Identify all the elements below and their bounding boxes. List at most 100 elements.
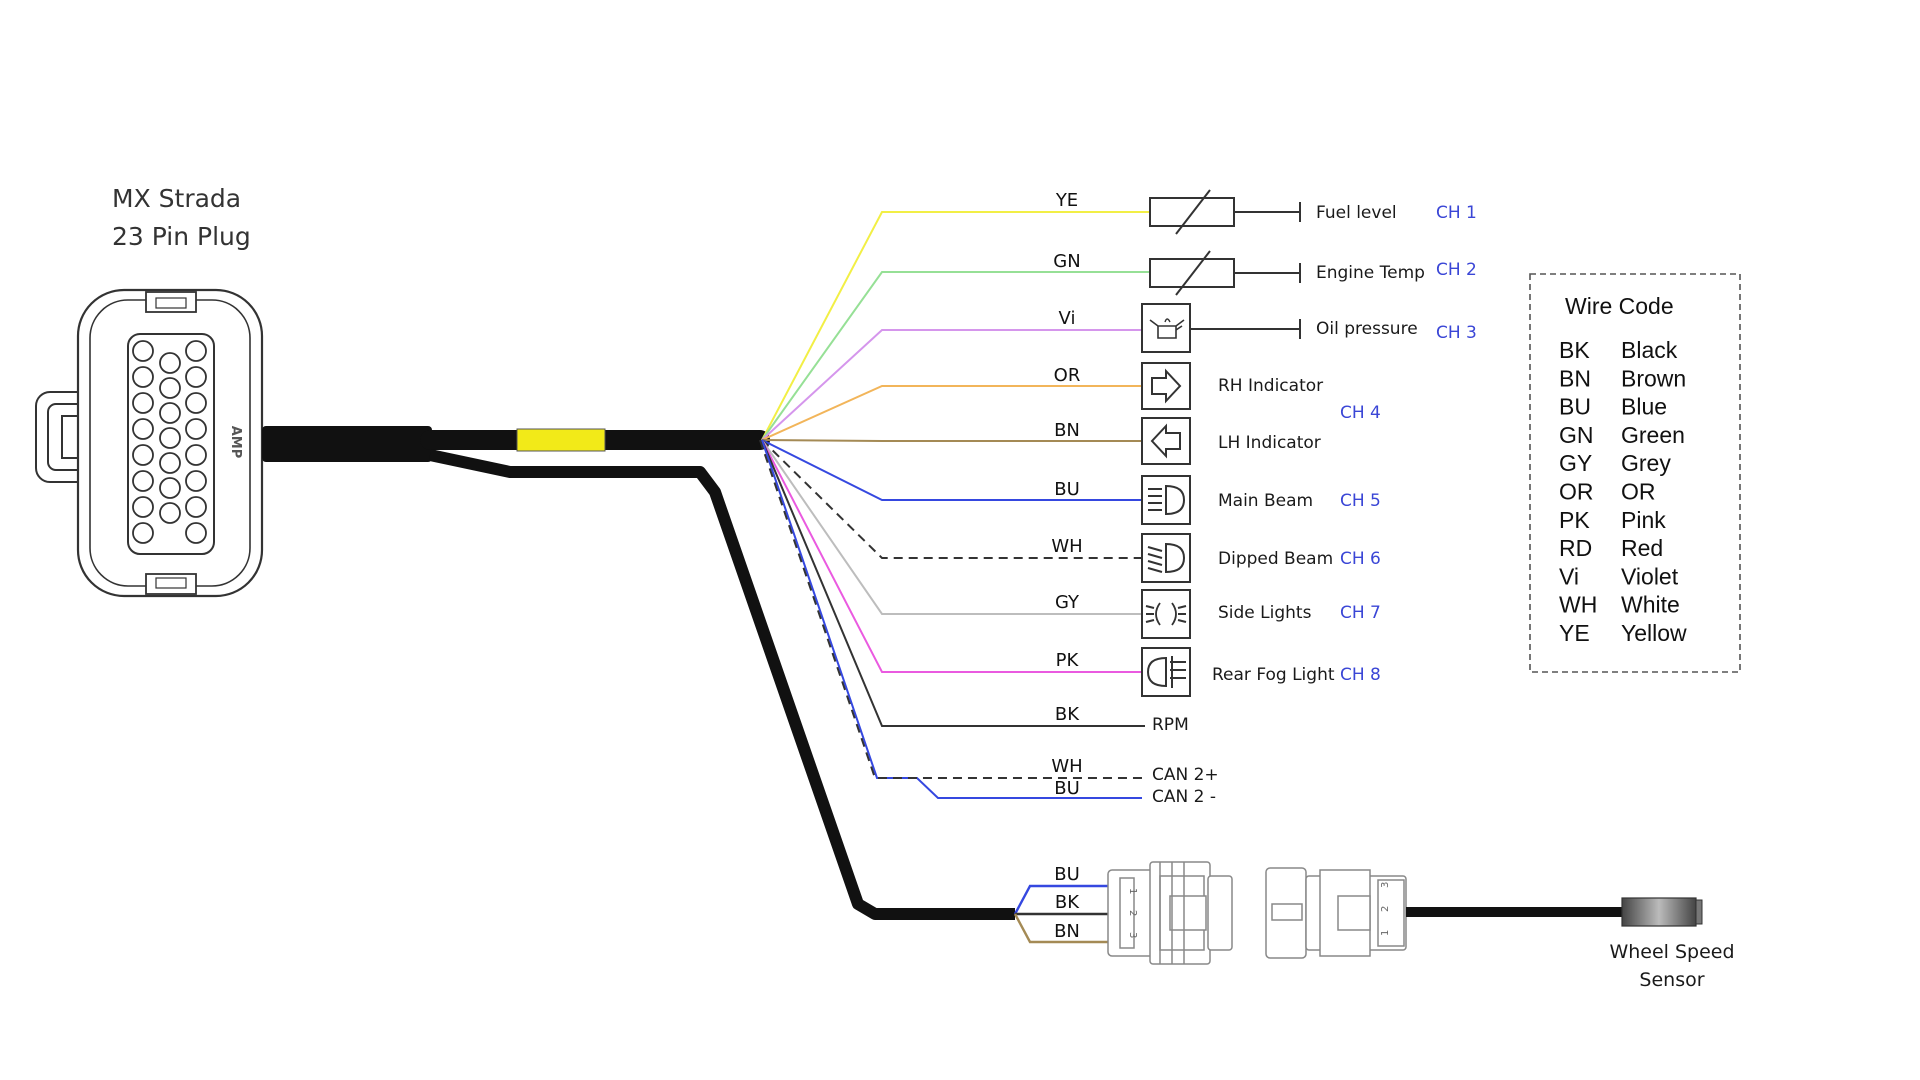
legend-name-or: OR (1621, 479, 1656, 505)
plug-connector: AMP (35, 288, 264, 598)
socket-pin-3: 3 (1380, 882, 1391, 888)
dipped-beam-icon (1141, 533, 1191, 583)
wire-label-can-plus: WH (1051, 756, 1082, 777)
wire-or (761, 385, 1142, 441)
wire-vi (761, 329, 1142, 441)
wire-label-pk: PK (1056, 650, 1080, 671)
sensor-connector-socket (1265, 867, 1407, 959)
wire-label-bn: BN (1054, 420, 1080, 441)
function-dipped-beam: Dipped Beam (1218, 549, 1333, 569)
function-side-lights: Side Lights (1218, 603, 1312, 623)
plug-pins (132, 340, 207, 544)
legend-code-ye: YE (1559, 620, 1590, 646)
wire-label-bu: BU (1054, 479, 1080, 500)
plug-title-line2: 23 Pin Plug (112, 222, 251, 251)
wire-ye (761, 211, 1150, 441)
arrow-right-icon (1141, 362, 1191, 410)
plug-brand-label: AMP (228, 426, 243, 459)
legend-name-bu: Blue (1621, 394, 1667, 420)
plug-pin-1: 1 (1127, 888, 1138, 894)
legend-name-rd: Red (1621, 535, 1663, 561)
channel-6: CH 6 (1340, 549, 1381, 569)
main-beam-icon (1141, 475, 1191, 525)
wheel-speed-sensor-probe (1621, 897, 1703, 927)
channel-8: CH 8 (1340, 665, 1381, 685)
legend-code-bu: BU (1559, 394, 1591, 420)
socket-pin-numbers: 3 2 1 (1380, 882, 1391, 936)
wire-gy (761, 439, 1142, 615)
legend-code-rd: RD (1559, 535, 1592, 561)
sensor-wires (1013, 884, 1112, 944)
legend-name-bk: Black (1621, 337, 1678, 363)
function-rh-indicator: RH Indicator (1218, 376, 1323, 396)
wire-label-vi: Vi (1059, 308, 1076, 329)
wire-label-ye: YE (1055, 190, 1078, 211)
plug-pin-2: 2 (1127, 910, 1138, 916)
channel-5: CH 5 (1340, 491, 1381, 511)
legend-name-wh: White (1621, 592, 1680, 618)
rear-fog-icon (1141, 647, 1191, 697)
plug-pin-numbers: 1 2 3 (1127, 888, 1138, 938)
legend-code-pk: PK (1559, 507, 1590, 533)
channel-labels: CH 1 CH 2 CH 3 CH 4 CH 5 CH 6 CH 7 CH 8 (1340, 203, 1477, 685)
oil-can-icon (1141, 303, 1301, 353)
wire-bk (761, 439, 1145, 727)
wire-gn (761, 271, 1150, 441)
channel-2: CH 2 (1436, 260, 1477, 280)
wire-label-gn: GN (1053, 251, 1080, 272)
function-can2-plus: CAN 2+ (1152, 765, 1219, 785)
wire-can-minus (761, 439, 1142, 799)
socket-pin-1: 1 (1380, 930, 1391, 936)
harness-sleeve (516, 428, 606, 452)
sensor-wire-labels: BU BK BN (1054, 864, 1080, 942)
function-fuel-level: Fuel level (1316, 203, 1397, 223)
wire-bu (761, 439, 1142, 501)
sensor-wire-label-bn: BN (1054, 921, 1080, 942)
wire-label-or: OR (1054, 365, 1081, 386)
branch-wires (759, 211, 1150, 799)
wire-bn (761, 439, 1142, 442)
sensor-wire-label-bu: BU (1054, 864, 1080, 885)
function-labels: Fuel level Engine Temp Oil pressure RH I… (1152, 203, 1425, 807)
wire-wh (761, 439, 1142, 559)
legend-name-bn: Brown (1621, 365, 1686, 391)
wire-can-plus (759, 439, 1142, 779)
legend-code-bk: BK (1559, 337, 1590, 363)
function-rear-fog-light: Rear Fog Light (1212, 665, 1335, 685)
function-lh-indicator: LH Indicator (1218, 433, 1321, 453)
channel-4: CH 4 (1340, 403, 1381, 423)
sensor-label-line1: Wheel Speed (1609, 941, 1734, 963)
channel-1: CH 1 (1436, 203, 1477, 223)
channel-3: CH 3 (1436, 323, 1477, 343)
wire-label-gy: GY (1055, 592, 1080, 613)
function-oil-pressure: Oil pressure (1316, 319, 1418, 339)
side-lights-icon (1141, 589, 1191, 639)
arrow-left-icon (1141, 417, 1191, 465)
legend-name-ye: Yellow (1621, 620, 1687, 646)
legend-code-wh: WH (1559, 592, 1597, 618)
function-can2-minus: CAN 2 - (1152, 787, 1216, 807)
legend-code-gn: GN (1559, 422, 1594, 448)
wire-label-wh: WH (1051, 536, 1082, 557)
legend-title: Wire Code (1565, 293, 1674, 319)
plug-title-line1: MX Strada (112, 184, 241, 213)
legend-name-pk: Pink (1621, 507, 1666, 533)
legend-name-gy: Grey (1621, 450, 1671, 476)
wire-pk (761, 439, 1142, 673)
sender-icon (1149, 189, 1301, 235)
main-harness (262, 426, 1015, 920)
legend-code-gy: GY (1559, 450, 1592, 476)
legend-code-or: OR (1559, 479, 1594, 505)
socket-pin-2: 2 (1380, 906, 1391, 912)
sensor-label-line2: Sensor (1639, 969, 1704, 991)
wire-label-bk: BK (1055, 704, 1080, 725)
channel-7: CH 7 (1340, 603, 1381, 623)
legend-code-vi: Vi (1559, 563, 1579, 589)
sensor-wire-label-bk: BK (1055, 892, 1080, 913)
function-main-beam: Main Beam (1218, 491, 1313, 511)
sensor-connector-plug (1107, 861, 1233, 965)
sender-icon (1149, 250, 1301, 296)
